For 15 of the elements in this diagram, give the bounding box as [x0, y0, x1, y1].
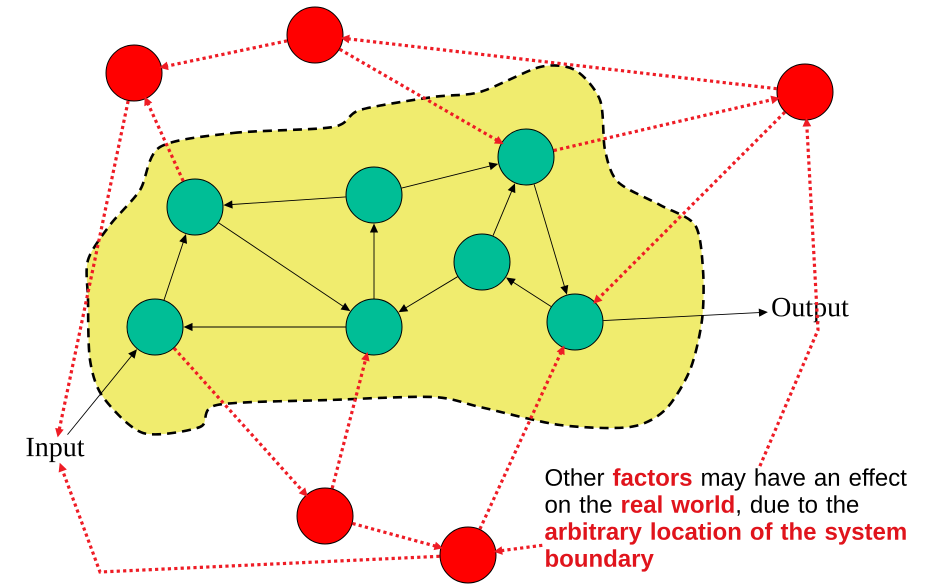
input-label: Input [26, 438, 84, 462]
system-node [346, 298, 402, 356]
factor-circle [286, 6, 344, 64]
system-node [546, 294, 604, 350]
system-node [454, 234, 510, 290]
note-text: Other factors may have an effect on the real world, due to the arbitrary location of the system boundary [545, 468, 907, 572]
factor-circle [296, 488, 354, 544]
system-node [166, 178, 224, 236]
factor-circle [106, 44, 162, 102]
output-label: Output [772, 298, 849, 322]
system-node [126, 298, 184, 356]
factor-circle [776, 64, 834, 120]
system-node [498, 128, 554, 186]
factor-circle [440, 526, 496, 584]
system-node [346, 166, 402, 224]
